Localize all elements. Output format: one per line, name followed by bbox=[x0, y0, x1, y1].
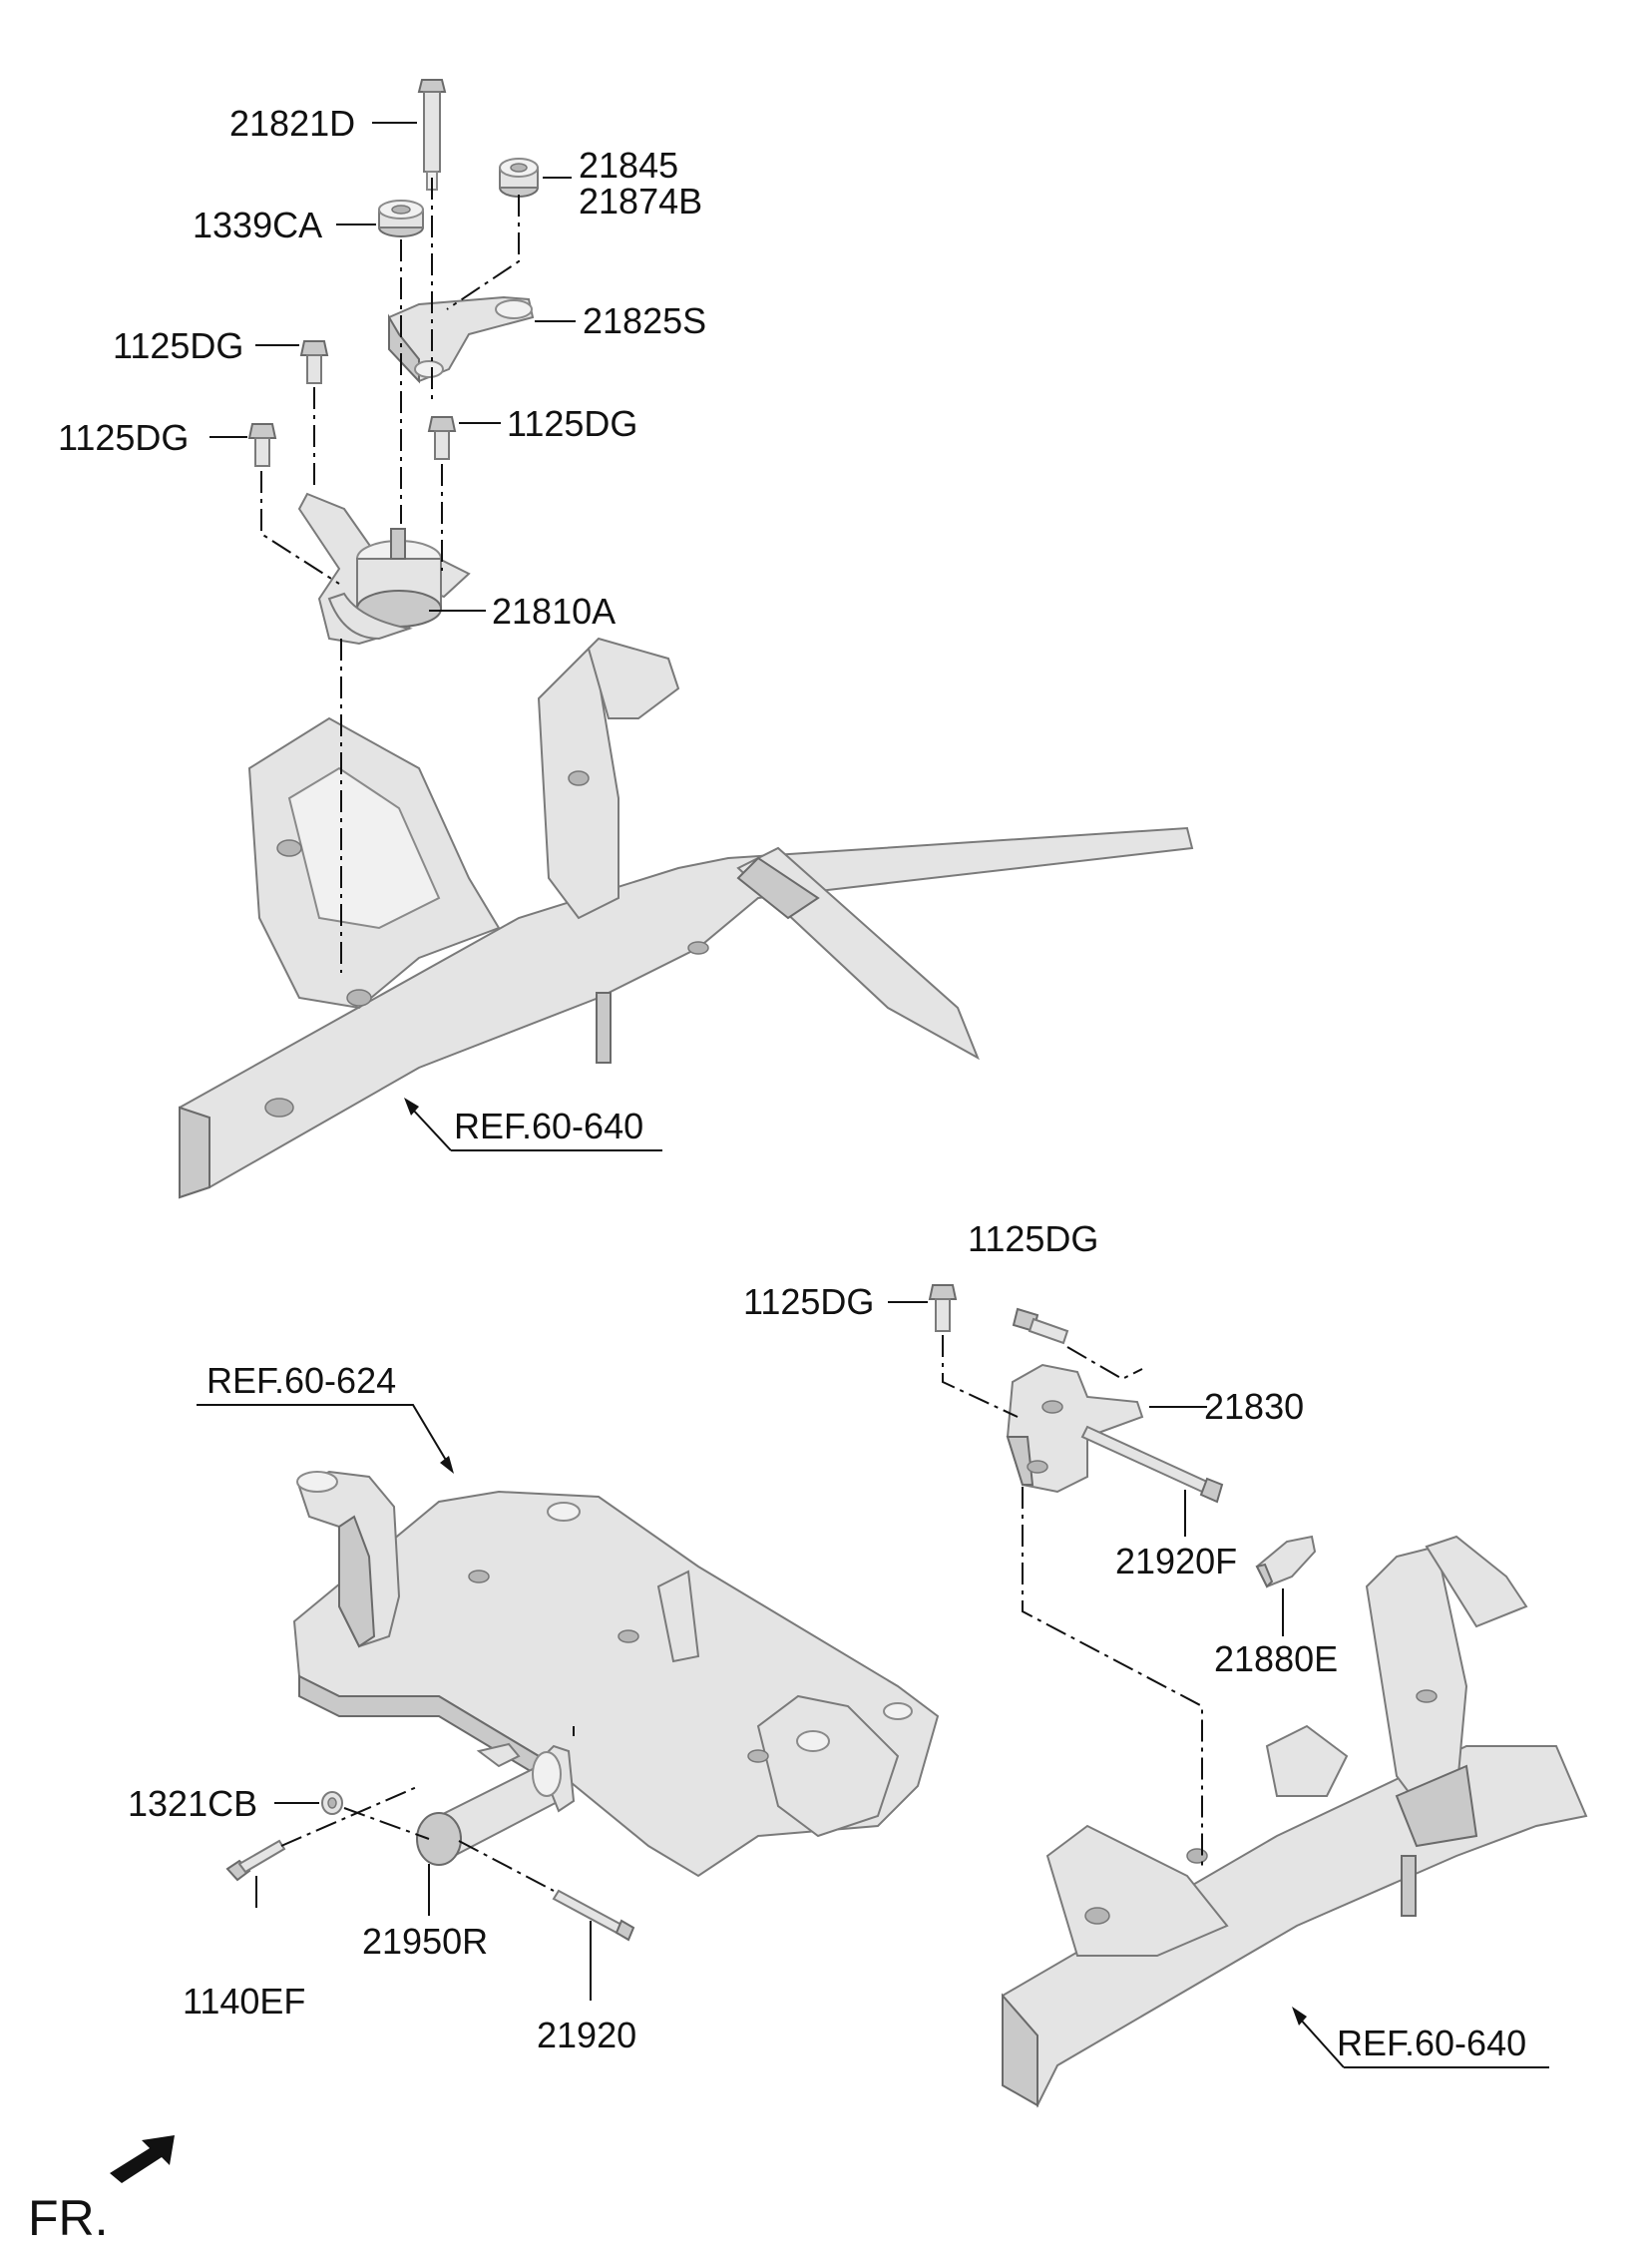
label-1125DG-b[interactable]: 1125DG bbox=[58, 417, 189, 458]
label-1125DG-e[interactable]: 1125DG bbox=[743, 1281, 874, 1322]
label-21825S[interactable]: 21825S bbox=[583, 300, 706, 341]
bolt-1125DG-b[interactable] bbox=[247, 423, 277, 467]
nut-1339CA[interactable] bbox=[378, 200, 424, 237]
bolt-21920[interactable] bbox=[552, 1889, 635, 1942]
label-1125DG-a[interactable]: 1125DG bbox=[113, 325, 243, 366]
ref-60-640-bottom[interactable]: REF.60-640 bbox=[1337, 2023, 1526, 2063]
front-label: FR. bbox=[28, 2190, 109, 2246]
bracket-21880E[interactable] bbox=[1255, 1535, 1317, 1588]
body-frame-upper bbox=[179, 637, 1194, 1199]
transmission-bracket-21830[interactable] bbox=[1006, 1363, 1144, 1494]
engine-mount-21810A[interactable] bbox=[297, 492, 471, 646]
label-21950R[interactable]: 21950R bbox=[362, 1921, 488, 1962]
label-1321CB[interactable]: 1321CB bbox=[128, 1783, 257, 1824]
ref-60-640-top[interactable]: REF.60-640 bbox=[454, 1106, 643, 1146]
label-1339CA[interactable]: 1339CA bbox=[193, 205, 322, 245]
ref-60-624[interactable]: REF.60-624 bbox=[206, 1360, 396, 1401]
label-21874B[interactable]: 21874B bbox=[579, 181, 702, 222]
roll-rod-mount-21950R[interactable] bbox=[416, 1742, 576, 1866]
label-21845[interactable]: 21845 bbox=[579, 145, 678, 186]
nut-1321CB[interactable] bbox=[321, 1791, 343, 1815]
label-1125DG-d[interactable]: 1125DG bbox=[968, 1218, 1098, 1259]
bolt-21920F[interactable] bbox=[1080, 1425, 1224, 1504]
label-21880E[interactable]: 21880E bbox=[1214, 1638, 1338, 1679]
label-21920[interactable]: 21920 bbox=[537, 2015, 636, 2055]
bolt-1125DG-a[interactable] bbox=[299, 340, 329, 384]
label-21821D[interactable]: 21821D bbox=[229, 103, 355, 144]
bolt-1125DG-e[interactable] bbox=[1012, 1307, 1069, 1345]
label-21920F[interactable]: 21920F bbox=[1115, 1541, 1237, 1581]
bolt-1140EF[interactable] bbox=[225, 1839, 286, 1882]
bolt-21821D[interactable] bbox=[417, 79, 447, 191]
label-21830[interactable]: 21830 bbox=[1204, 1386, 1304, 1427]
nut-21845[interactable] bbox=[499, 158, 539, 198]
bracket-21825S[interactable] bbox=[388, 295, 535, 384]
front-direction-arrow-icon bbox=[110, 2135, 175, 2183]
label-1140EF[interactable]: 1140EF bbox=[183, 1981, 305, 2022]
body-frame-lower-right bbox=[1001, 1535, 1588, 2108]
label-21810A[interactable]: 21810A bbox=[492, 591, 616, 632]
bolt-1125DG-d[interactable] bbox=[928, 1284, 958, 1332]
bolt-1125DG-c[interactable] bbox=[427, 416, 457, 460]
subframe bbox=[292, 1470, 940, 1878]
label-1125DG-c[interactable]: 1125DG bbox=[507, 403, 637, 444]
